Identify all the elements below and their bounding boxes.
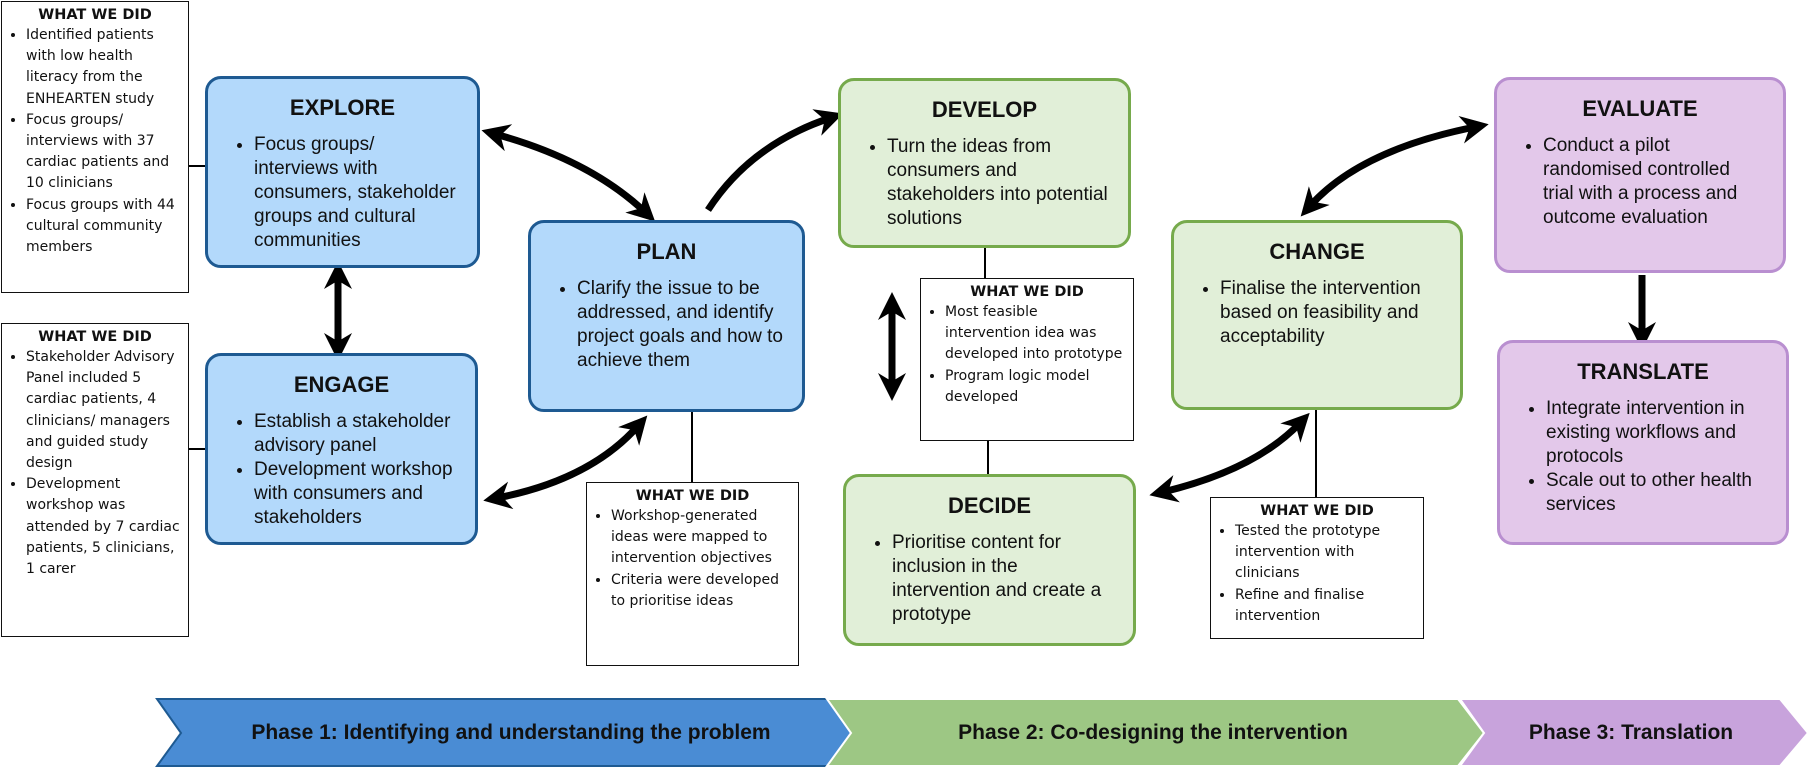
note-bullet: Stakeholder Advisory Panel included 5 ca… <box>26 347 182 474</box>
engage-bullet: Development workshop with consumers and … <box>254 458 457 530</box>
change-box: CHANGE Finalise the intervention based o… <box>1171 220 1463 410</box>
develop-box: DEVELOP Turn the ideas from consumers an… <box>838 78 1131 248</box>
note-bullet: Identified patients with low health lite… <box>26 25 182 110</box>
evaluate-bullet: Conduct a pilot randomised controlled tr… <box>1543 134 1765 230</box>
change-what-we-did-note: WHAT WE DID Tested the prototype interve… <box>1210 497 1424 639</box>
engage-title: ENGAGE <box>293 372 390 397</box>
note-bullets: Identified patients with low health lite… <box>8 25 182 258</box>
decide-bullet: Prioritise content for inclusion in the … <box>892 531 1115 627</box>
note-title: WHAT WE DID <box>970 284 1084 300</box>
plan-develop-arrow <box>705 109 844 212</box>
develop-decide-what-we-did-note: WHAT WE DID Most feasible intervention i… <box>920 278 1134 441</box>
explore-what-we-did-note: WHAT WE DID Identified patients with low… <box>1 1 189 293</box>
change-title: CHANGE <box>1269 239 1365 264</box>
note-title: WHAT WE DID <box>38 329 152 345</box>
phase-1-label: Phase 1: Identifying and understanding t… <box>251 720 771 744</box>
evaluate-bullets: Conduct a pilot randomised controlled tr… <box>1515 134 1765 230</box>
translate-bullets: Integrate intervention in existing workf… <box>1518 397 1768 517</box>
explore-title: EXPLORE <box>289 95 396 120</box>
plan-box: PLAN Clarify the issue to be addressed, … <box>528 220 805 412</box>
plan-bullet: Clarify the issue to be addressed, and i… <box>577 277 784 373</box>
note-bullet: Focus groups with 44 cultural community … <box>26 195 182 259</box>
note-bullet: Tested the prototype intervention with c… <box>1235 521 1417 585</box>
note-bullet: Criteria were developed to prioritise id… <box>611 570 792 612</box>
evaluate-title: EVALUATE <box>1582 96 1698 121</box>
translate-bullet: Scale out to other health services <box>1546 469 1768 517</box>
change-bullets: Finalise the intervention based on feasi… <box>1192 277 1442 349</box>
note-bullet: Most feasible intervention idea was deve… <box>945 302 1127 366</box>
note-bullets: Stakeholder Advisory Panel included 5 ca… <box>8 347 182 580</box>
develop-bullet: Turn the ideas from consumers and stakeh… <box>887 135 1110 231</box>
engage-bullets: Establish a stakeholder advisory panel D… <box>226 410 457 530</box>
phase-3-label: Phase 3: Translation <box>1528 720 1734 744</box>
note-title: WHAT WE DID <box>38 7 152 23</box>
note-bullets: Most feasible intervention idea was deve… <box>927 302 1127 408</box>
decide-bullets: Prioritise content for inclusion in the … <box>864 531 1115 627</box>
note-title: WHAT WE DID <box>635 488 750 504</box>
translate-bullet: Integrate intervention in existing workf… <box>1546 397 1768 469</box>
note-title: WHAT WE DID <box>1260 503 1374 519</box>
change-bullet: Finalise the intervention based on feasi… <box>1220 277 1442 349</box>
plan-what-we-did-note: WHAT WE DID Workshop-generated ideas wer… <box>586 482 799 666</box>
translate-title: TRANSLATE <box>1577 359 1709 384</box>
explore-bullet: Focus groups/ interviews with consumers,… <box>254 133 459 253</box>
decide-box: DECIDE Prioritise content for inclusion … <box>843 474 1136 646</box>
decide-title: DECIDE <box>947 493 1032 518</box>
develop-title: DEVELOP <box>931 97 1038 122</box>
decide-change-arrow <box>1149 412 1310 503</box>
plan-title: PLAN <box>636 239 697 264</box>
evaluate-box: EVALUATE Conduct a pilot randomised cont… <box>1494 77 1786 273</box>
note-bullet: Program logic model developed <box>945 366 1127 408</box>
note-bullets: Tested the prototype intervention with c… <box>1217 521 1417 627</box>
explore-box: EXPLORE Focus groups/ interviews with co… <box>205 76 480 268</box>
phase-2-label: Phase 2: Co-designing the intervention <box>958 720 1348 744</box>
translate-box: TRANSLATE Integrate intervention in exis… <box>1497 340 1789 545</box>
note-bullets: Workshop-generated ideas were mapped to … <box>593 506 792 612</box>
engage-bullet: Establish a stakeholder advisory panel <box>254 410 457 458</box>
note-bullet: Refine and finalise intervention <box>1235 585 1417 627</box>
note-bullet: Focus groups/ interviews with 37 cardiac… <box>26 110 182 195</box>
explore-plan-arrow <box>481 124 656 222</box>
plan-bullets: Clarify the issue to be addressed, and i… <box>549 277 784 373</box>
engage-what-we-did-note: WHAT WE DID Stakeholder Advisory Panel i… <box>1 323 189 637</box>
change-evaluate-arrow <box>1300 116 1489 217</box>
note-bullet: Development workshop was attended by 7 c… <box>26 474 182 580</box>
note-bullet: Workshop-generated ideas were mapped to … <box>611 506 792 570</box>
develop-bullets: Turn the ideas from consumers and stakeh… <box>859 135 1110 231</box>
engage-box: ENGAGE Establish a stakeholder advisory … <box>205 353 478 545</box>
explore-bullets: Focus groups/ interviews with consumers,… <box>226 133 459 253</box>
